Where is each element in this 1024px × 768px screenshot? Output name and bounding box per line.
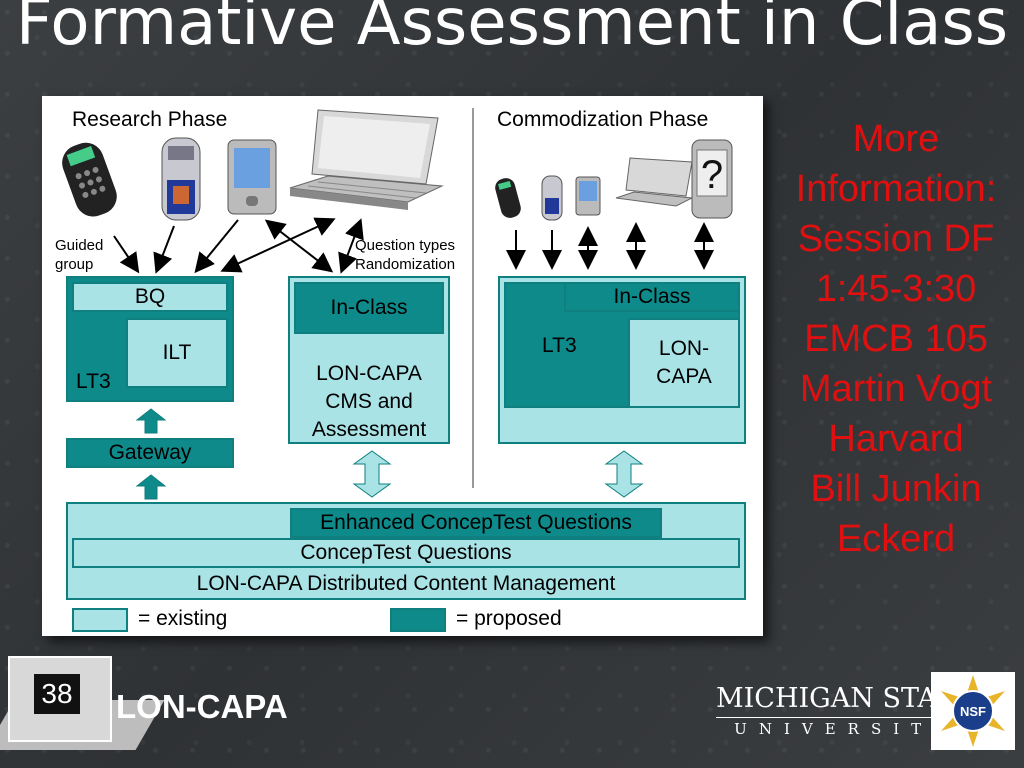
lon-capa-text: LON-CAPA (316, 362, 422, 385)
ilt-box: ILT (126, 318, 228, 388)
question-device-icon: ? (691, 139, 733, 219)
more-info-text: More Information: Session DF 1:45-3:30 E… (776, 114, 1016, 564)
right-in-class-box: In-Class (564, 282, 740, 312)
side-line: Eckerd (836, 518, 956, 560)
group-text: group (55, 256, 94, 273)
nsf-logo: NSF (931, 672, 1015, 750)
small-clicker-icon (495, 178, 521, 218)
in-class-box: In-Class (294, 282, 444, 334)
cms-and-text: CMS and (325, 390, 413, 413)
footer-brand: LON-CAPA (116, 688, 288, 725)
side-line: EMCB 105 (804, 318, 988, 360)
randomization-text: Randomization (355, 256, 456, 273)
nsf-seal-icon: NSF (941, 675, 1005, 747)
legend-proposed-label: = proposed (456, 607, 562, 630)
guided-group-label: Guided group (55, 236, 103, 274)
msu-line2: UNIVERSITY (716, 717, 974, 738)
assessment-text: Assessment (311, 418, 427, 441)
clicker-device-icon (62, 142, 117, 217)
side-line: Martin Vogt (799, 368, 993, 410)
cellphone-icon (161, 137, 201, 221)
laptop-icon (289, 109, 444, 210)
up-arrow-icon (136, 408, 166, 434)
guided-text: Guided (55, 237, 104, 254)
side-line: Harvard (828, 418, 964, 460)
gateway-box: Gateway (66, 438, 234, 468)
lt3-label: LT3 (76, 370, 111, 393)
commodization-phase-label: Commodization Phase (497, 108, 709, 131)
right-lt3-label: LT3 (542, 334, 577, 357)
legend-proposed-swatch (390, 608, 446, 632)
small-laptop-icon (615, 157, 694, 207)
slide-number: 38 (34, 674, 80, 714)
question-types-label: Question types Randomization (355, 236, 455, 274)
conceptest-box: ConcepTest Questions (72, 538, 740, 568)
legend-existing-label: = existing (138, 607, 228, 630)
bq-box: BQ (72, 282, 228, 312)
double-arrow-icon (352, 450, 392, 498)
msu-line1: MICHIGAN STATE (716, 683, 974, 714)
capa-text: CAPA (656, 365, 712, 388)
up-arrow-icon-2 (136, 474, 166, 500)
distributed-label: LON-CAPA Distributed Content Management (196, 572, 616, 595)
question-types-text: Question types (355, 237, 456, 254)
side-line: Session DF (797, 218, 995, 260)
small-cellphone-icon (541, 175, 563, 221)
research-phase-label: Research Phase (72, 108, 228, 131)
right-lon-capa-box: LON- CAPA (628, 318, 740, 408)
nsf-text: NSF (960, 704, 986, 719)
side-line: 1:45-3:30 (815, 268, 977, 310)
side-line: More (852, 118, 940, 160)
diagram-panel: Research Phase Commodization Phase (42, 96, 763, 636)
double-arrow-icon-2 (604, 450, 644, 498)
side-line: Information: (795, 168, 997, 210)
connector-arrows (113, 217, 714, 274)
question-mark: ? (701, 153, 723, 197)
slide-title: Formative Assessment in Class (15, 0, 1009, 60)
lon-capa-cms-label: LON-CAPA CMS and Assessment (288, 360, 450, 444)
lon-text: LON- (658, 337, 710, 360)
msu-logo: MICHIGAN STATE UNIVERSITY (716, 683, 974, 738)
phase-divider (472, 108, 474, 488)
legend-existing-swatch (72, 608, 128, 632)
pda-icon (227, 139, 277, 215)
side-line: Bill Junkin (810, 468, 982, 510)
enhanced-conceptest-box: Enhanced ConcepTest Questions (290, 508, 662, 538)
small-pda-icon (575, 176, 601, 216)
